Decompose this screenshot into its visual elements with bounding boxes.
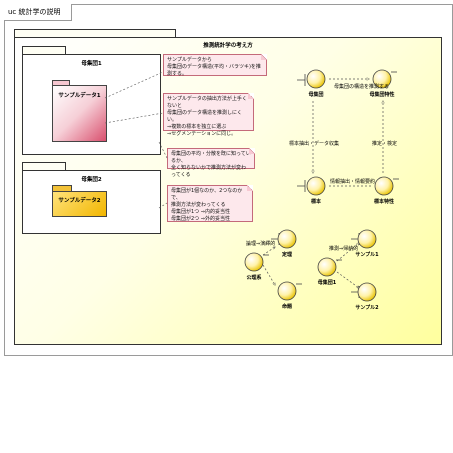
- class-1-title: サンプルデータ1: [58, 93, 101, 99]
- actor-public-axiom-figure: [244, 252, 269, 272]
- actor-sample-figure: [297, 176, 326, 196]
- package-2-title: 母集団2: [81, 177, 102, 183]
- main-package-title: 推測統計学の考え方: [203, 43, 253, 49]
- actor-sample1-figure: [351, 229, 377, 249]
- note-population-count: 母集団が1個なのか、2つなのかで、 推測方法が変わってくる 母集団が1つ ⇒内的…: [167, 185, 253, 222]
- actor-hypothesis-figure: [271, 229, 297, 249]
- actor-hypothesis-label: 定理: [281, 252, 292, 258]
- edge-label-deduction: 論理⇒演繹的: [246, 241, 276, 247]
- actor-sample2-label: サンプル2: [355, 305, 379, 311]
- actor-sample-char-figure: [374, 176, 399, 196]
- actor-population1-figure: [317, 257, 342, 277]
- note-sampling-method: サンプルデータの抽出方法が上手くないと 母集団のデータ構造を推測しにくい。 ⇒複…: [163, 93, 254, 137]
- diagram-frame-title: uc 統計学の説明: [4, 4, 72, 21]
- actor-sample2-figure: [351, 282, 377, 302]
- actor-population-char-figure: [372, 69, 397, 89]
- actor-sample-label: 標本: [310, 199, 321, 205]
- class-sample-data-1: サンプルデータ1: [52, 85, 107, 142]
- note-infer-structure: サンプルデータから 母集団のデータ構造(平均・バラツキ)を推測する。: [163, 54, 267, 77]
- edge-label-info-extract: 情報抽出・情報要約: [330, 179, 376, 185]
- package-1-title: 母集団1: [81, 61, 102, 67]
- class-sample-data-2: サンプルデータ2: [52, 191, 107, 217]
- edge-label-sampling: 標本抽出・データ収集: [289, 141, 340, 147]
- actor-population-label: 母集団: [308, 92, 324, 98]
- actor-population-char-label: 母集団特性: [369, 92, 395, 98]
- actor-proposition-label: 命題: [281, 304, 292, 310]
- edge-label-estimate: 推定・検定: [372, 141, 398, 147]
- edge-label-infer-structure: 母集団の構造を推測する: [334, 84, 390, 90]
- edge-label-induction: 推測⇒帰納的: [329, 246, 359, 252]
- actor-public-axiom-label: 公理系: [246, 275, 262, 281]
- actor-sample-char-label: 標本特性: [373, 199, 394, 205]
- class-2-title: サンプルデータ2: [58, 198, 101, 204]
- actor-sample1-label: サンプル1: [355, 252, 379, 258]
- note-known-variance: 母集団の平均・分散を既に知っているか、 全く知らないかで推測方法が変わってくる: [167, 148, 255, 178]
- actor-population-figure: [297, 69, 326, 89]
- actor-population1-label: 母集団1: [317, 280, 337, 286]
- actor-proposition-figure: [277, 281, 302, 301]
